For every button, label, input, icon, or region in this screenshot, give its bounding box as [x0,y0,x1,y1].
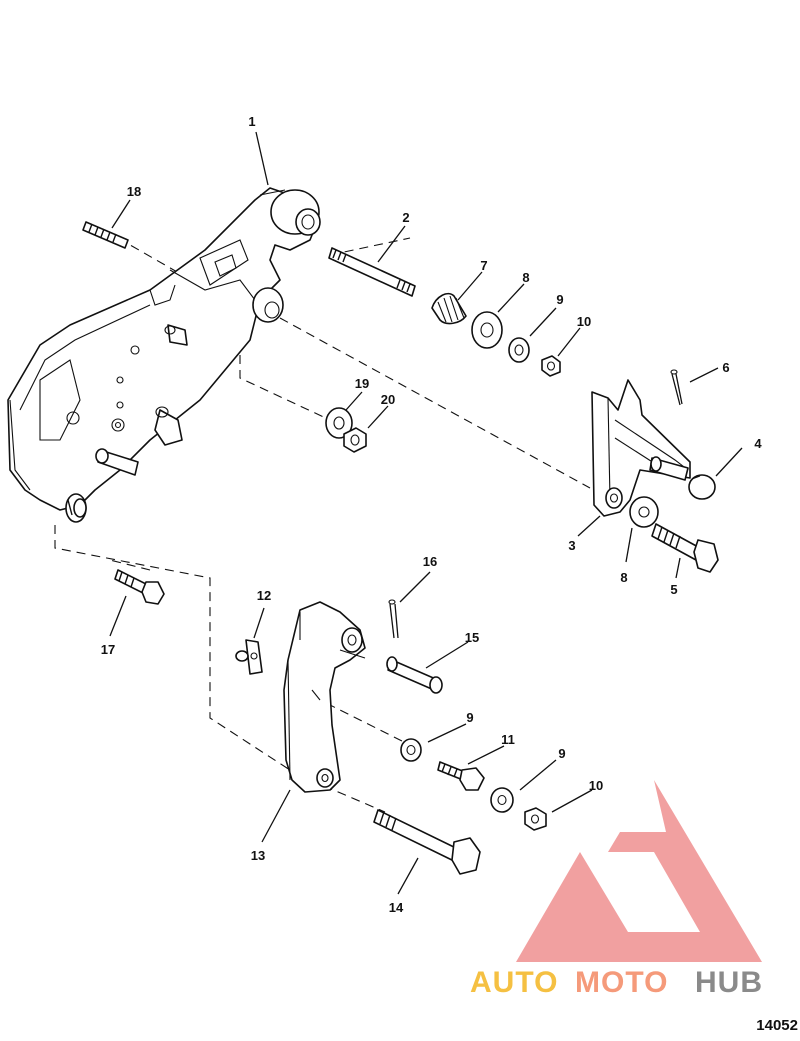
callout-5: 5 [670,582,677,597]
watermark-brand-hub: HUB [695,966,763,999]
callout-labels: 1 2 3 4 5 6 7 8 8 9 9 9 10 10 11 12 13 1… [101,114,763,915]
callout-19: 19 [355,376,369,391]
callout-leaders [109,131,743,895]
part-3-lever [591,379,691,517]
callout-8-upper: 8 [522,270,529,285]
part-18-stud [82,221,129,249]
part-15-clevis-pin [386,656,443,694]
watermark-brand-auto: AUTO [470,966,558,999]
callout-10-upper: 10 [577,314,591,329]
callout-7: 7 [480,258,487,273]
watermark-triangle-mark [516,780,762,962]
callout-16: 16 [423,554,437,569]
part-6-cotter-pin [670,369,683,406]
callout-4: 4 [754,436,762,451]
part-9-washer-middle [400,738,422,762]
part-10-nut-upper [541,355,561,377]
callout-18: 18 [127,184,141,199]
callout-9-middle: 9 [466,710,473,725]
callout-13: 13 [251,848,265,863]
part-10-nut-lower [524,807,547,831]
part-2-shaft [328,247,416,297]
part-7-spring [431,292,467,325]
callout-9-lower: 9 [558,746,565,761]
part-8-washer-upper [471,311,503,349]
part-13-lower-lever [283,601,366,793]
watermark-logo [516,780,762,962]
callout-3: 3 [568,538,575,553]
part-12-clip [235,639,263,675]
callout-6: 6 [722,360,729,375]
part-9-washer-lower [490,787,514,813]
callout-20: 20 [381,392,395,407]
part-4-cap [688,474,716,500]
watermark-brand-moto: MOTO [575,966,668,999]
part-8-washer-lower [629,496,659,528]
callout-2: 2 [402,210,409,225]
callout-1: 1 [248,114,255,129]
part-17-screw [114,569,165,605]
callout-10-lower: 10 [589,778,603,793]
part-9-washer-upper [508,337,530,363]
part-5-bolt [651,523,719,573]
callout-9-upper: 9 [556,292,563,307]
part-16-cotter-pin [388,599,399,639]
callout-8-lower: 8 [620,570,627,585]
callout-17: 17 [101,642,115,657]
callout-15: 15 [465,630,479,645]
part-11-stud [437,761,485,791]
callout-14: 14 [389,900,404,915]
part-20-nut [343,427,367,453]
drawing-reference-number: 14052 [756,1017,798,1034]
part-19-washer [325,407,353,439]
callout-11: 11 [501,732,515,747]
part-1-mounting-bracket [7,187,321,523]
part-14-bolt [373,809,481,875]
callout-12: 12 [257,588,271,603]
